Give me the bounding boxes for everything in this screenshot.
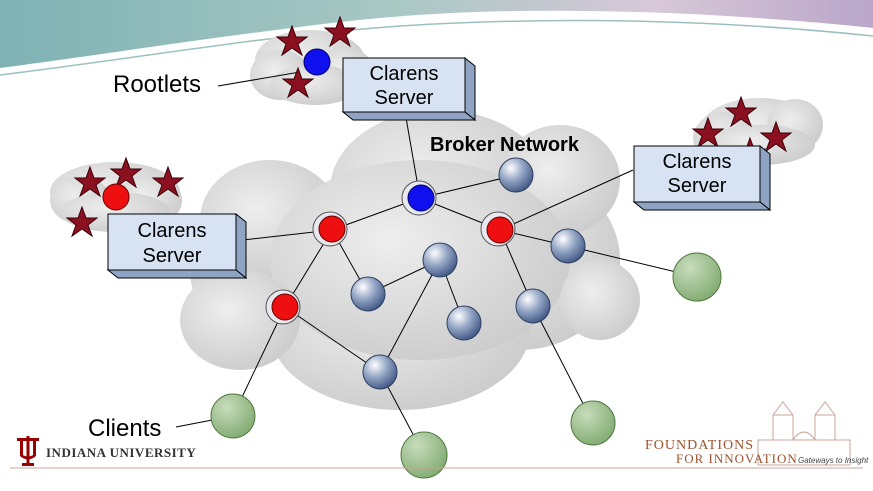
foundations-line1: FOUNDATIONS: [645, 438, 754, 453]
foundations-logo: FOUNDATIONS FOR INNOVATION Gateways to I…: [645, 401, 869, 466]
star-icon: [759, 120, 793, 153]
broker-node-lower: [265, 289, 301, 325]
client-nodes: [210, 252, 722, 479]
iu-wordmark: INDIANA UNIVERSITY: [46, 445, 196, 460]
server-box-left: Clarens Server: [106, 212, 248, 280]
star-icon: [724, 95, 758, 128]
peer-node: [446, 305, 482, 341]
peer-nodes: [350, 157, 586, 390]
peer-node: [422, 242, 458, 278]
client-node: [570, 400, 616, 446]
peer-node: [498, 157, 534, 193]
peer-node: [515, 288, 551, 324]
server-top-line1: Clarens: [370, 63, 439, 85]
star-icon: [109, 156, 143, 189]
broker-node-left: [312, 211, 348, 247]
server-top-line2: Server: [375, 87, 434, 109]
header-swoosh: [0, 0, 873, 76]
server-box-right: Clarens Server: [632, 144, 772, 212]
peer-node: [550, 228, 586, 264]
star-icon: [691, 116, 725, 149]
root-node-left: [102, 183, 130, 211]
foundations-tagline: Gateways to Insight: [798, 456, 869, 465]
root-node-top: [303, 48, 331, 76]
star-icon: [275, 24, 309, 57]
star-icon: [65, 205, 99, 238]
broker-network-label: Broker Network: [430, 134, 580, 156]
server-right-line2: Server: [668, 175, 727, 197]
gateway-arch-icon: [757, 401, 851, 466]
star-icon: [323, 15, 357, 48]
star-icon: [73, 165, 107, 198]
star-icon: [151, 165, 185, 198]
broker-node-right: [480, 211, 516, 247]
iu-trident-icon: [17, 436, 39, 466]
broker-node-top: [401, 180, 437, 216]
client-node: [400, 431, 448, 479]
star-icon: [281, 66, 315, 99]
peer-node: [350, 276, 386, 312]
foundations-line2: FOR INNOVATION: [676, 451, 798, 466]
server-box-top: Clarens Server: [341, 56, 477, 122]
clients-label: Clients: [88, 415, 161, 442]
rootlets-label: Rootlets: [113, 71, 201, 98]
server-left-line1: Clarens: [138, 220, 207, 242]
iu-logo: INDIANA UNIVERSITY: [17, 436, 196, 466]
rootlet-stars: [65, 15, 793, 238]
peer-node: [362, 354, 398, 390]
client-node: [210, 393, 256, 439]
server-left-line2: Server: [143, 245, 202, 267]
server-right-line1: Clarens: [663, 151, 732, 173]
client-node: [672, 252, 722, 302]
